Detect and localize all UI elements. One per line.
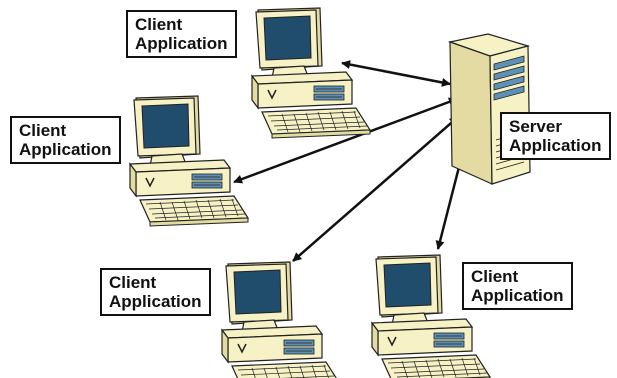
client-label-left: Client Application	[10, 116, 121, 164]
client-label-top-line2: Application	[135, 34, 228, 53]
connection-arrow-bottom-left	[292, 116, 459, 262]
server-label: Server Application	[500, 112, 611, 160]
server-tower-icon	[447, 33, 531, 185]
client-label-bottom-right-line1: Client	[471, 267, 519, 286]
client-label-bottom-right: Client Application	[462, 262, 573, 310]
client-label-bottom-left-line2: Application	[109, 292, 202, 311]
server-label-line1: Server	[509, 117, 562, 136]
client-label-left-line1: Client	[19, 121, 67, 140]
client-label-top-line1: Client	[135, 15, 183, 34]
server-label-line2: Application	[509, 136, 602, 155]
client-computer-icon-bottom-left	[221, 261, 341, 378]
connection-arrow-top	[341, 60, 451, 87]
client-label-bottom-left-line1: Client	[109, 273, 157, 292]
client-label-bottom-right-line2: Application	[471, 286, 564, 305]
client-label-top: Client Application	[126, 10, 237, 58]
client-computer-icon-top	[251, 7, 371, 139]
client-label-bottom-left: Client Application	[100, 268, 211, 316]
client-label-left-line2: Application	[19, 140, 112, 159]
client-computer-icon-left	[129, 95, 249, 227]
